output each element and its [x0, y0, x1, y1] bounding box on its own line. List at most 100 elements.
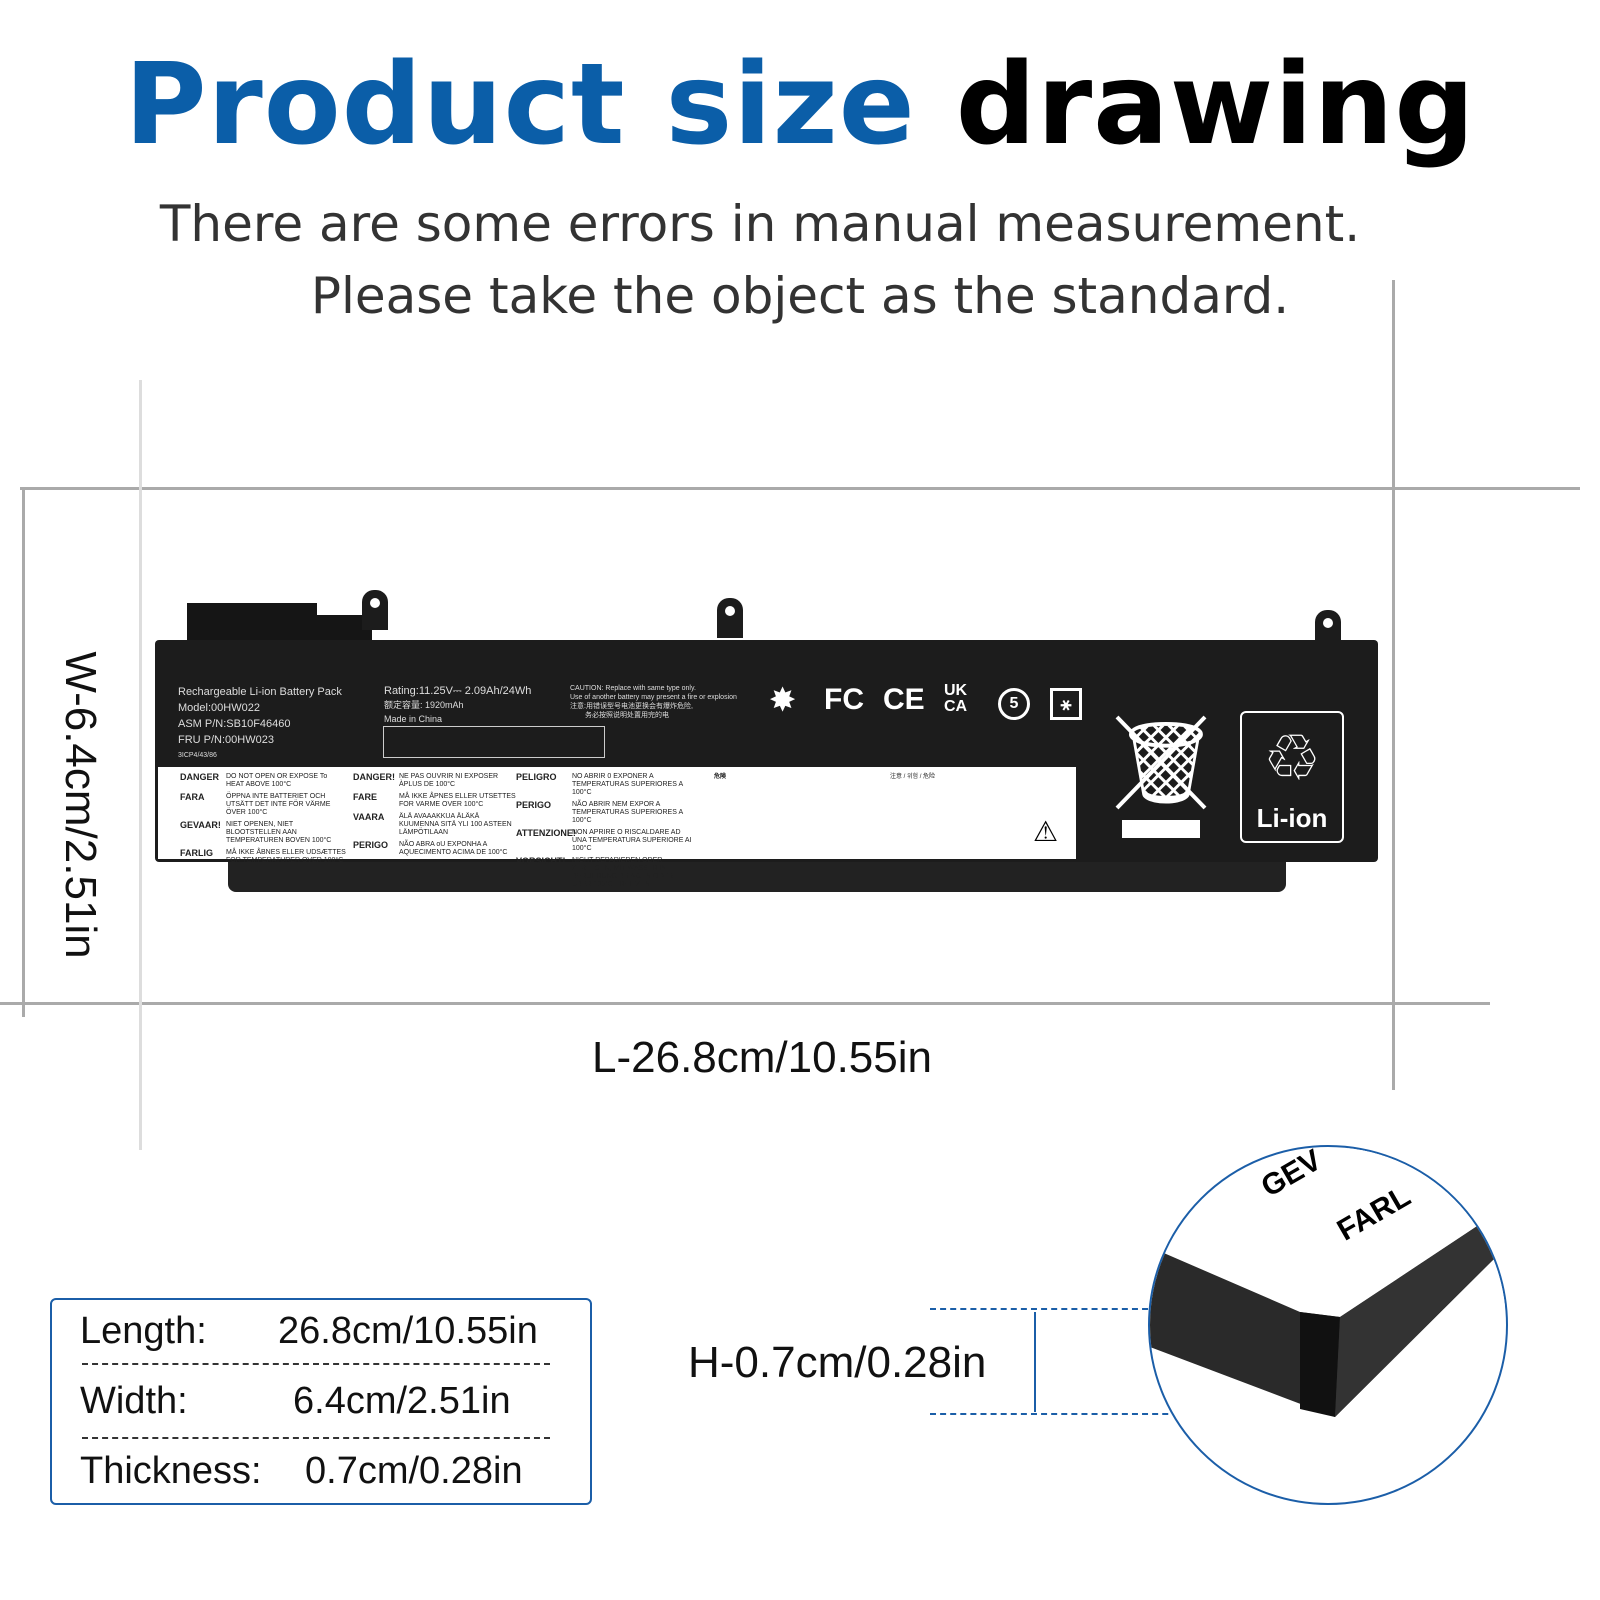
ukca-logo: UK CA — [944, 682, 968, 715]
spec-asm: ASM P/N:SB10F46460 — [178, 718, 291, 730]
warning-row: VAARA ÄLÄ AVAAAKKUA ÄLÄKÄ KUUMENNA SITÄ Y… — [353, 813, 519, 837]
divider — [82, 1437, 550, 1439]
warning-text: NO ABRIR 0 EXPONER A TEMPERATURAS SUPERI… — [572, 773, 683, 796]
barcode-box — [383, 726, 605, 758]
eco-5-logo: 5 — [998, 688, 1030, 720]
guide-line-top — [20, 487, 1580, 490]
warning-row: FARA ÖPPNA INTE BATTERIET OCH UTSÄTT DET … — [180, 793, 346, 817]
spec-block: Rechargeable Li-ion Battery Pack Model:0… — [178, 684, 342, 764]
flame-icon: ✸ — [770, 684, 796, 717]
row-value: 0.7cm/0.28in — [305, 1450, 523, 1492]
warning-text: ÖPPNA INTE BATTERIET OCH UTSÄTT DET INTE… — [226, 793, 331, 816]
spec-cell: 3ICP4/43/86 — [178, 752, 217, 759]
warning-key: PERIGO — [516, 800, 552, 810]
warning-row: ATTENZIONE!NON APRIRE O RISCALDARE AD UN… — [516, 829, 692, 853]
rating-block: Rating:11.25V⎓ 2.09Ah/24Wh 额定容量: 1920mAh… — [384, 684, 531, 726]
warning-row: GEVAAR! NIET OPENEN, NIET BLOOTSTELLEN AA… — [180, 821, 346, 845]
guide-line-left-inner — [139, 380, 142, 1150]
battery-connector — [187, 603, 317, 643]
guide-line-left — [22, 487, 25, 1017]
table-row: Length: 26.8cm/10.55in — [80, 1310, 550, 1353]
height-guide-top — [930, 1308, 1350, 1310]
warning-label: DANGER DO NOT OPEN OR EXPOSE To HEAT ABOV… — [158, 767, 1076, 888]
guide-line-bottom — [0, 1002, 1490, 1005]
divider — [82, 1363, 550, 1365]
warning-text: NÃO ABRIR NEM EXPOR A TEMPERATURAS SUPER… — [572, 801, 683, 824]
warning-key: VAARA — [353, 812, 385, 822]
warning-text: NIET OPENEN, NIET BLOOTSTELLEN AAN TEMPE… — [226, 821, 332, 844]
jp-warning: 危険 — [714, 773, 726, 781]
closeup-circle: GEV FARL — [1148, 1145, 1508, 1505]
capacity: 额定容量: 1920mAh — [384, 700, 464, 710]
row-value: 26.8cm/10.55in — [278, 1310, 538, 1352]
warning-column: DANGER! NE PAS OUVRIR NI EXPOSER ÀPLUS DE… — [353, 773, 519, 861]
warning-row: DANGER! NE PAS OUVRIR NI EXPOSER ÀPLUS DE… — [353, 773, 519, 789]
warning-text: NE PAS OUVRIR NI EXPOSER ÀPLUS DE 100°C — [399, 773, 499, 788]
kr-head: 注意 / 위험 / 危险 — [890, 774, 936, 780]
warning-key: DANGER — [180, 772, 220, 782]
caution-text: Use of another battery may present a fir… — [570, 694, 737, 701]
warning-triangle-icon: ⚠ — [1033, 816, 1059, 847]
warning-key: FARE — [353, 792, 378, 802]
row-value: 6.4cm/2.51in — [293, 1380, 511, 1422]
warning-row: PERIGO NÃO ABRA oU EXPONHA A AQUECIMENTO … — [353, 841, 519, 857]
subtitle-line1: There are some errors in manual measurem… — [159, 195, 1361, 253]
warning-key: FARA — [180, 792, 205, 802]
caution-block: CAUTION: Replace with same type only. Us… — [570, 684, 737, 720]
table-row: Width: 6.4cm/2.51in — [80, 1380, 550, 1423]
ce-logo: CE — [883, 683, 925, 716]
subtitle-line2: Please take the object as the standard. — [310, 267, 1290, 325]
row-key: Width: — [80, 1380, 188, 1422]
row-key: Thickness: — [80, 1450, 262, 1492]
warning-key: PELIGRO — [516, 772, 557, 782]
spec-fru: FRU P/N:00HW023 — [178, 734, 274, 746]
made-in: Made in China — [384, 714, 443, 724]
recycle-icon: ♲ — [1263, 722, 1321, 794]
weee-bar — [1122, 820, 1200, 838]
warning-text: MÅ IKKE ÅPNES ELLER UTSETTES FOR VARME O… — [399, 793, 516, 808]
warning-key: ATTENZIONE! — [516, 828, 576, 838]
warning-text: MÅ IKKE ÅBNES ELLER UDSÆTTES FOR TEMPERA… — [226, 849, 346, 864]
liion-recycle-badge: ♲ Li-ion — [1240, 711, 1344, 843]
warning-key: VORSICHT! — [516, 856, 566, 866]
table-row: Thickness: 0.7cm/0.28in — [80, 1450, 550, 1493]
warning-row: PELIGRO NO ABRIR 0 EXPONER A TEMPERATURAS… — [516, 773, 692, 797]
height-dimension: H-0.7cm/0.28in — [688, 1338, 987, 1387]
warning-key: FARLIG — [180, 848, 213, 858]
warning-text: NON APRIRE O RISCALDARE AD UNA TEMPERATU… — [572, 829, 692, 852]
caution-text: CAUTION: Replace with same type only. — [570, 685, 696, 692]
spec-model: Model:00HW022 — [178, 702, 260, 714]
caution-text: 注意:用错误型号电池更换会有爆炸危险, — [570, 703, 693, 710]
closeup-corner — [1150, 1147, 1506, 1417]
rating: Rating:11.25V⎓ 2.09Ah/24Wh — [384, 685, 532, 697]
warning-text: DO NOT OPEN OR EXPOSE To HEAT ABOVE 100°… — [226, 773, 328, 788]
warning-key: GEVAAR! — [180, 820, 221, 830]
jp-head: 危険 — [714, 774, 727, 780]
warning-row: FARLIG MÅ IKKE ÅBNES ELLER UDSÆTTES FOR T… — [180, 849, 346, 865]
mount-tab — [362, 590, 388, 630]
spec-pack: Rechargeable Li-ion Battery Pack — [178, 686, 342, 698]
page-title: Product size drawing — [124, 40, 1476, 170]
dimension-table: Length: 26.8cm/10.55in Width: 6.4cm/2.51in… — [50, 1298, 592, 1505]
mount-tab — [717, 598, 743, 638]
warning-text: ÄLÄ AVAAAKKUA ÄLÄKÄ KUUMENNA SITÄ YLI 10… — [399, 813, 512, 836]
length-dimension: L-26.8cm/10.55in — [592, 1033, 932, 1082]
kr-warning: 注意 / 위험 / 危险 — [890, 773, 935, 781]
warning-text: NICHT REPARIEREN ODER ZERLEGEN, MIT WASS… — [572, 857, 674, 888]
height-bracket — [1034, 1312, 1036, 1412]
warning-row: FARE MÅ IKKE ÅPNES ELLER UTSETTES FOR VAR… — [353, 793, 519, 809]
fcc-logo: FC — [824, 683, 864, 716]
warning-text: NÃO ABRA oU EXPONHA A AQUECIMENTO ACIMA … — [399, 841, 508, 856]
row-key: Length: — [80, 1310, 207, 1352]
width-dimension: W-6.4cm/2.51in — [56, 651, 105, 959]
warning-row: VORSICHT! NICHT REPARIEREN ODER ZERLEGEN,… — [516, 857, 692, 889]
warning-key: PERIGO — [353, 840, 389, 850]
guide-line-right — [1392, 280, 1395, 1090]
recycle-box-icon: ⚹ — [1050, 688, 1082, 720]
liion-text: Li-ion — [1256, 803, 1328, 833]
warning-column: DANGER DO NOT OPEN OR EXPOSE To HEAT ABOV… — [180, 773, 346, 869]
warning-key: DANGER! — [353, 772, 395, 782]
caution-text: 务必按照说明处置用完的电 — [585, 712, 669, 719]
height-guide-bottom — [930, 1413, 1350, 1415]
cross-icon — [1115, 715, 1207, 810]
